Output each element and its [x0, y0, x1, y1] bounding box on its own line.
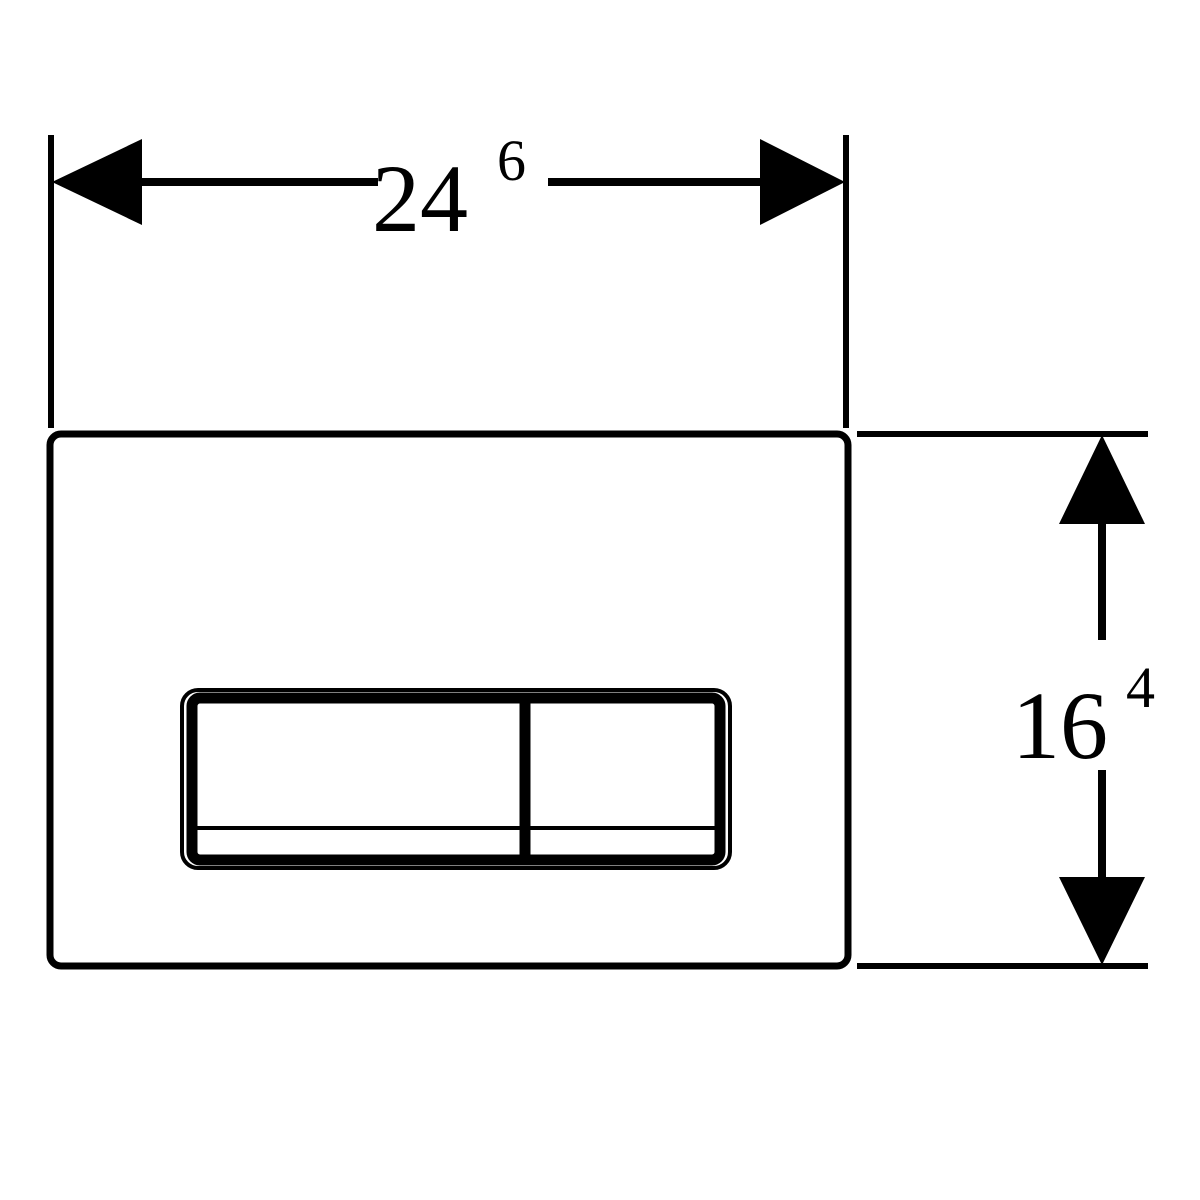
width-dimension-line-group	[52, 139, 845, 225]
arrowhead-left-icon	[52, 139, 142, 225]
height-value-whole: 16	[1012, 672, 1108, 779]
height-dimension-line-group	[1059, 435, 1145, 965]
arrowhead-right-icon	[760, 139, 845, 225]
width-value-whole: 24	[372, 145, 468, 252]
height-extension-lines	[857, 431, 1148, 969]
dual-flush-button-group	[180, 688, 732, 870]
width-value-superscript: 6	[497, 128, 526, 193]
height-dimension-label: 16 4	[1012, 655, 1155, 779]
arrowhead-down-icon	[1059, 877, 1145, 965]
arrowhead-up-icon	[1059, 435, 1145, 524]
width-dimension-label: 24 6	[372, 128, 526, 252]
width-extension-lines	[48, 135, 849, 428]
height-value-superscript: 4	[1126, 655, 1155, 720]
button-inner-frame	[186, 692, 726, 866]
